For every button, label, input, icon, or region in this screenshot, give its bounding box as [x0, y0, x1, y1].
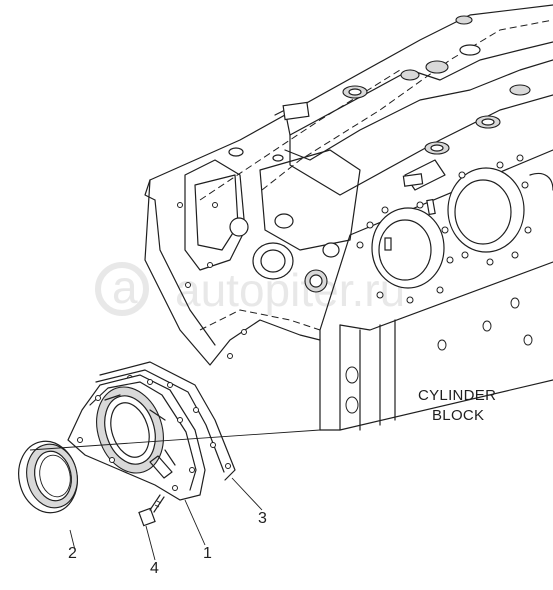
svg-text:a: a — [112, 261, 138, 313]
cylinder-block-label-line2: BLOCK — [432, 407, 484, 424]
gasket-part-3 — [95, 361, 236, 481]
callout-4: 4 — [150, 560, 159, 577]
oil-seal-part-2 — [18, 440, 78, 514]
watermark: a autopiter.ru — [95, 261, 405, 316]
seal-housing-part-1 — [67, 374, 206, 501]
callout-1: 1 — [203, 545, 212, 562]
assembly-centerline — [29, 429, 321, 451]
leader-lines — [69, 477, 263, 561]
svg-text:autopiter.ru: autopiter.ru — [175, 264, 405, 316]
bolt-part-4 — [138, 494, 165, 527]
callout-2: 2 — [68, 545, 77, 562]
cylinder-block — [144, 4, 553, 431]
cylinder-block-label-line1: CYLINDER — [418, 387, 496, 404]
callout-3: 3 — [258, 510, 267, 527]
